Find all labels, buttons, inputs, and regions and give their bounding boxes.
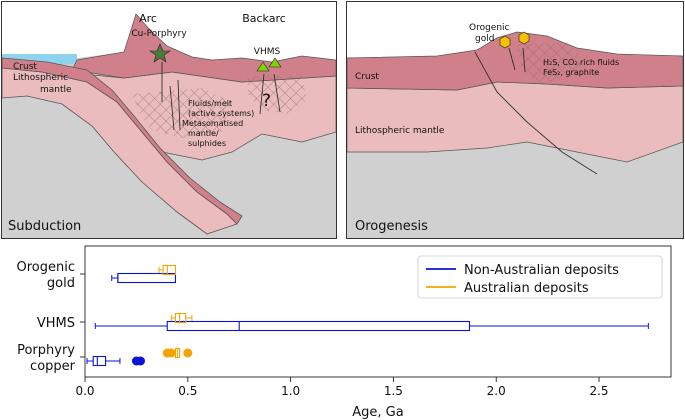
- fluid-arrows: [161, 62, 281, 131]
- gold-label: gold: [475, 34, 494, 44]
- sky: [2, 2, 336, 62]
- legend-label: Non-Australian deposits: [464, 263, 619, 278]
- mantle-label: mantle: [40, 85, 72, 95]
- metasomatised-zone-arc: [132, 88, 232, 138]
- box-iqr: [174, 312, 187, 324]
- arc-label: Arc: [139, 12, 157, 25]
- y-tick-label: Porphyry: [17, 343, 75, 358]
- crust-label: Crust: [13, 62, 37, 72]
- x-tick-label: 1.5: [384, 384, 403, 398]
- y-tick-label: gold: [47, 276, 75, 291]
- box-0-1: [94, 320, 649, 332]
- feS2-label: FeS₂, graphite: [543, 68, 599, 77]
- x-tick-label: 1.0: [281, 384, 300, 398]
- question-mark: ?: [262, 91, 271, 111]
- x-tick-label: 0.5: [178, 384, 197, 398]
- crust-label: Crust: [355, 72, 379, 82]
- legend-box: [417, 255, 663, 299]
- subduction-panel: Arc Cu-Porphyry Backarc VHMS Crust Litho…: [1, 1, 337, 239]
- y-tick-label: VHMS: [37, 316, 75, 331]
- box-1-1: [170, 312, 193, 324]
- box-iqr: [92, 355, 107, 367]
- box-0-2: [86, 355, 146, 367]
- plot-marks: [86, 264, 649, 367]
- vhms-label: VHMS: [254, 47, 281, 57]
- cu-porphyry-star-icon: [149, 43, 171, 63]
- backarc-label: Backarc: [242, 12, 286, 25]
- fluids-label: Fluids/melt: [188, 99, 232, 108]
- fluids-label: H₂S, CO₂ rich fluids: [543, 58, 619, 67]
- x-tick-label: 2.5: [589, 384, 608, 398]
- subduction-diagram: Arc Cu-Porphyry Backarc VHMS Crust Litho…: [2, 2, 336, 238]
- sulphides-label: sulphides: [188, 139, 226, 148]
- box-1-0: [158, 264, 177, 276]
- asthenosphere: [347, 142, 683, 238]
- fluid-arrows: [508, 47, 526, 73]
- box-iqr: [166, 320, 471, 332]
- cu-porphyry-label: Cu-Porphyry: [131, 29, 187, 39]
- slab-crust: [2, 57, 243, 225]
- fluid-zone-hatch: [517, 42, 585, 84]
- orogenesis-diagram: Orogenic gold Crust H₂S, CO₂ rich fluids…: [347, 2, 683, 238]
- vhms-triangle-icon: [256, 61, 270, 72]
- outlier-point: [183, 348, 193, 358]
- outlier-point: [166, 348, 176, 358]
- orogenic-gold-hexagon-icon: [499, 35, 511, 49]
- vhms-triangle-icon: [268, 57, 282, 68]
- y-tick-label: copper: [30, 359, 76, 374]
- lithospheric-label: Lithospheric: [13, 73, 68, 83]
- x-tick-label: 0.0: [75, 384, 94, 398]
- suture-line: [474, 51, 598, 175]
- active-systems-label: (active systems): [188, 109, 254, 118]
- crust: [347, 31, 683, 91]
- subduction-title: Subduction: [8, 219, 81, 234]
- box-iqr: [162, 264, 177, 276]
- orogenesis-title: Orogenesis: [355, 219, 428, 234]
- orogenic-label: Orogenic: [469, 23, 510, 33]
- metasomatised-label: Metasomatised: [182, 119, 243, 128]
- x-tick-label: 2.0: [487, 384, 506, 398]
- lithospheric-mantle-label: Lithospheric mantle: [355, 126, 445, 136]
- x-axis-label: Age, Ga: [352, 405, 403, 420]
- orogenesis-panel: Orogenic gold Crust H₂S, CO₂ rich fluids…: [346, 1, 684, 239]
- y-tick-label: Orogenic: [17, 260, 76, 275]
- legend-label: Australian deposits: [464, 281, 589, 296]
- box-1-2: [162, 347, 193, 359]
- orogenic-gold-hexagon-icon: [518, 31, 530, 45]
- mantle-sub-label: mantle/: [188, 129, 219, 138]
- outlier-point: [136, 356, 146, 366]
